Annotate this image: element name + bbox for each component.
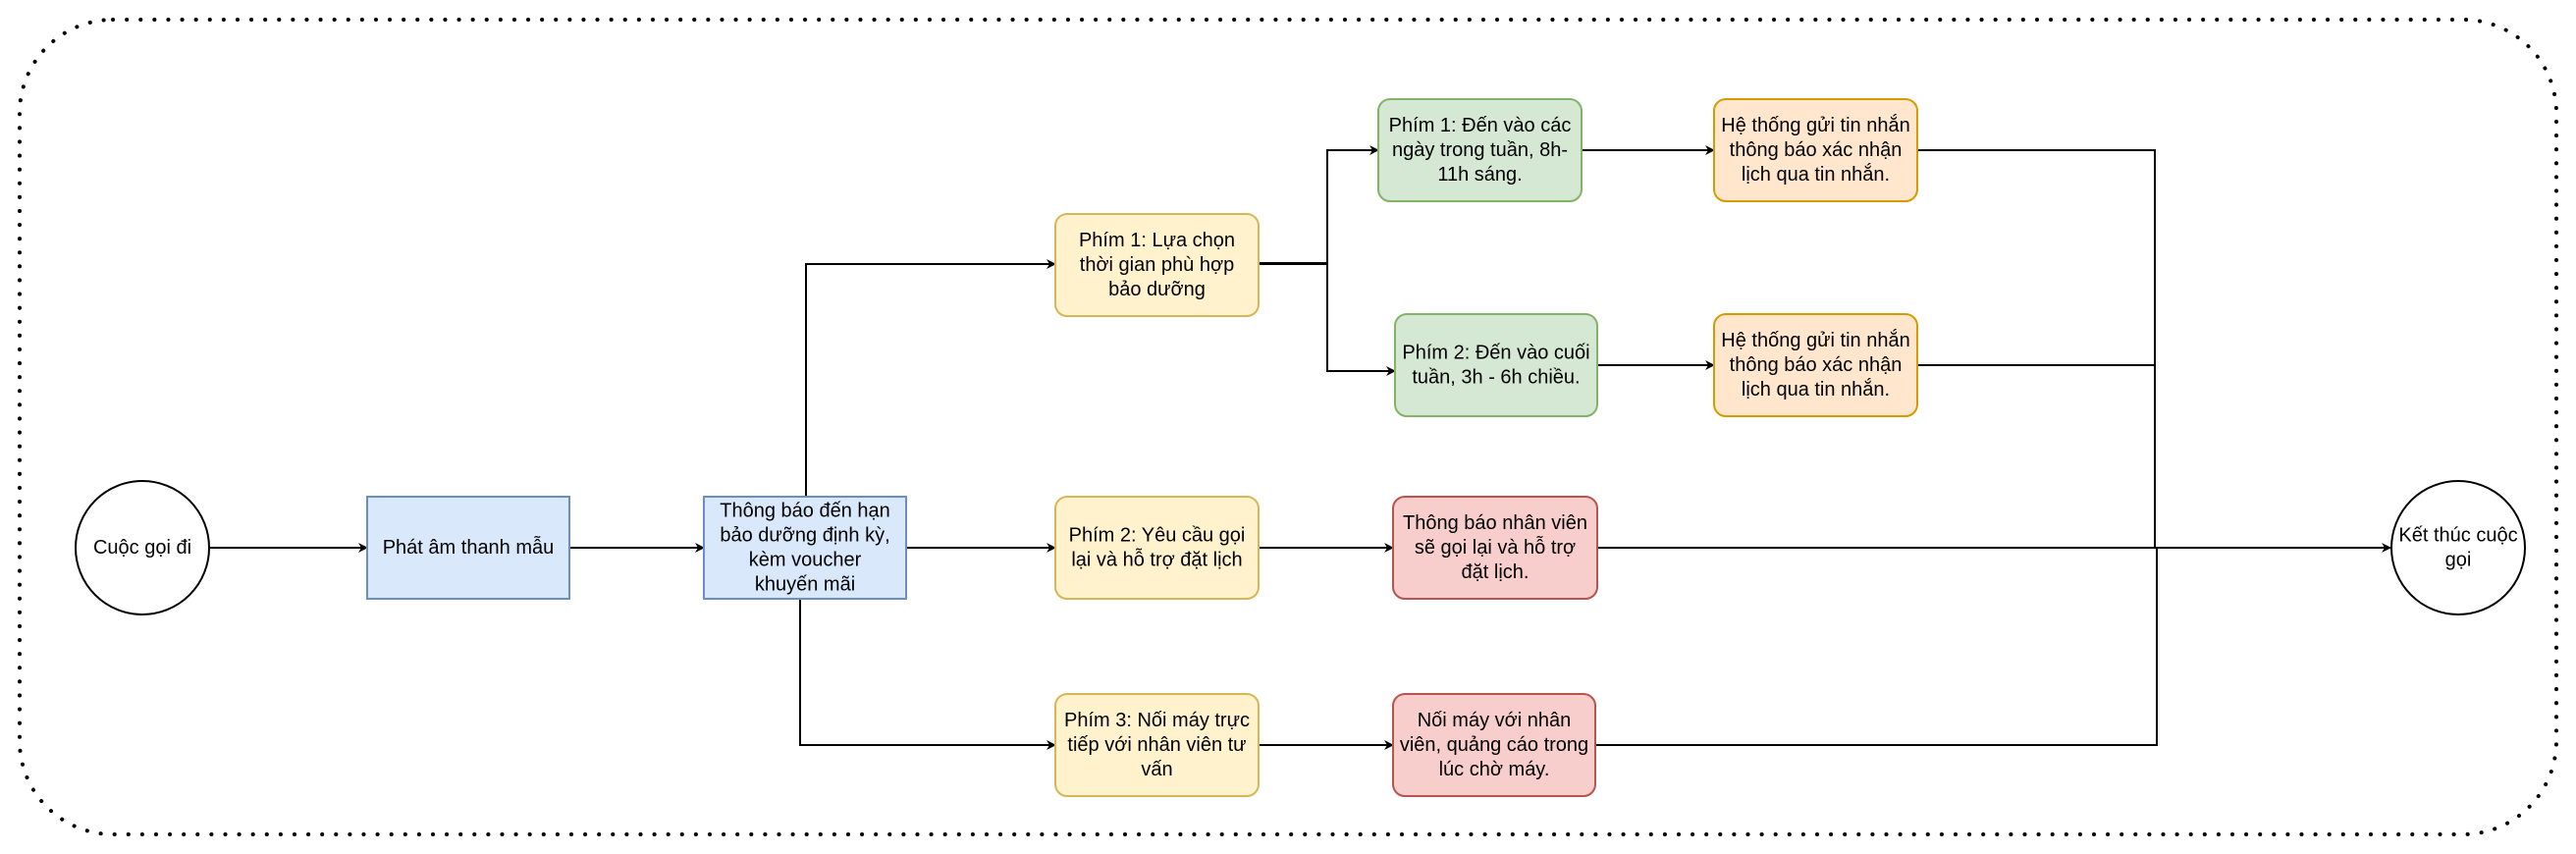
edge-notify-key1 bbox=[805, 259, 1056, 497]
node-label-line: thông báo xác nhận bbox=[1730, 354, 1903, 376]
edge-sms2-end bbox=[1917, 364, 2156, 548]
node-label-line: Nối máy với nhân bbox=[1418, 710, 1572, 731]
node-key1-1: Phím 1: Đến vào các ngày trong tuần, 8h- 1… bbox=[1377, 98, 1583, 202]
node-label-line: tiếp với nhân viên tư bbox=[1067, 734, 1246, 756]
node-label-line: lại và hỗ trợ đặt lịch bbox=[1071, 549, 1242, 571]
node-label-line: thông báo xác nhận bbox=[1730, 139, 1903, 161]
node-sms1: Hệ thống gửi tin nhắn thông báo xác nhậnl… bbox=[1713, 98, 1918, 202]
node-shape bbox=[1392, 496, 1598, 600]
node-key3: Phím 3: Nối máy trực tiếp với nhân viên t… bbox=[1054, 693, 1260, 797]
node-shape bbox=[1054, 213, 1260, 317]
node-label-line: Kết thúc cuộc bbox=[2398, 525, 2517, 547]
node-label-line: sẽ gọi lại và hỗ trợ bbox=[1415, 536, 1576, 559]
edge-transfer-end bbox=[1595, 548, 2158, 746]
node-shape bbox=[703, 496, 907, 600]
node-key1-2: Phím 2: Đến vào cuối tuần, 3h - 6h chiều. bbox=[1394, 313, 1598, 417]
node-end: Kết thúc cuộc gọi bbox=[2390, 480, 2526, 615]
node-notify: Thông báo đến hạn bảo dưỡng định kỳ, kèm v… bbox=[703, 496, 907, 600]
node-label-line: tuần, 3h - 6h chiều. bbox=[1412, 367, 1580, 389]
node-label-line: lịch qua tin nhắn. bbox=[1742, 163, 1890, 186]
node-start: Cuộc gọi đi bbox=[75, 480, 210, 615]
node-shape bbox=[366, 496, 570, 600]
node-label-line: Phím 2: Đến vào cuối bbox=[1402, 343, 1589, 364]
node-shape bbox=[1713, 98, 1918, 202]
node-label-line: viên, quảng cáo trong bbox=[1400, 734, 1588, 756]
node-label-line: ngày trong tuần, 8h- bbox=[1392, 139, 1568, 161]
edge-key1-key1_2 bbox=[1259, 262, 1396, 376]
outer-container bbox=[18, 18, 2558, 836]
node-label-line: vấn bbox=[1141, 759, 1172, 780]
node-label-line: 11h sáng. bbox=[1437, 164, 1522, 186]
node-play-sample: Phát âm thanh mẫu bbox=[366, 496, 570, 600]
node-label-line: lúc chờ máy. bbox=[1439, 759, 1550, 780]
node-transfer: Nối máy với nhân viên, quảng cáo trong lúc… bbox=[1392, 693, 1596, 797]
node-label-line: khuyến mãi bbox=[755, 574, 855, 596]
node-label-line: Phát âm thanh mẫu bbox=[383, 536, 555, 559]
node-label-line: bảo dưỡng bbox=[1108, 279, 1206, 300]
node-shape bbox=[1392, 693, 1596, 797]
node-shape bbox=[1394, 313, 1598, 417]
node-label-line: lịch qua tin nhắn. bbox=[1742, 378, 1890, 400]
node-label-line: Thông báo nhân viên bbox=[1403, 512, 1587, 534]
node-label-line: thời gian phù hợp bbox=[1080, 254, 1234, 276]
node-label-line: Phím 2: Yêu cầu gọi bbox=[1069, 525, 1246, 547]
node-shape bbox=[1713, 313, 1918, 417]
node-label-line: Hệ thống gửi tin nhắn bbox=[1721, 114, 1909, 136]
node-label-line: Phím 1: Lựa chọn bbox=[1079, 230, 1235, 251]
node-shape bbox=[1377, 98, 1583, 202]
node-label-line: kèm voucher bbox=[749, 550, 862, 571]
node-label-line: Phím 1: Đến vào các bbox=[1389, 115, 1572, 136]
node-shape bbox=[75, 480, 210, 615]
edge-sms1-end bbox=[1917, 149, 2156, 548]
node-shape bbox=[1054, 693, 1260, 797]
node-label-line: gọi bbox=[2445, 550, 2472, 571]
node-label-line: bảo dưỡng định kỳ, bbox=[720, 525, 889, 547]
node-label-line: Hệ thống gửi tin nhắn bbox=[1721, 329, 1909, 351]
node-label-line: Thông báo đến hạn bbox=[720, 501, 890, 522]
edge-notify-key3 bbox=[799, 599, 1056, 750]
node-key1: Phím 1: Lựa chọn thời gian phù hợp bảo dưỡ… bbox=[1054, 213, 1260, 317]
node-label-line: đặt lịch. bbox=[1462, 561, 1530, 583]
edge-key1-key1_1 bbox=[1259, 145, 1379, 265]
node-label-line: Cuộc gọi đi bbox=[93, 537, 191, 559]
node-shape bbox=[1054, 496, 1260, 600]
node-sms2: Hệ thống gửi tin nhắn thông báo xác nhậnl… bbox=[1713, 313, 1918, 417]
node-shape bbox=[2390, 480, 2526, 615]
node-label-line: Phím 3: Nối máy trực bbox=[1064, 710, 1250, 731]
